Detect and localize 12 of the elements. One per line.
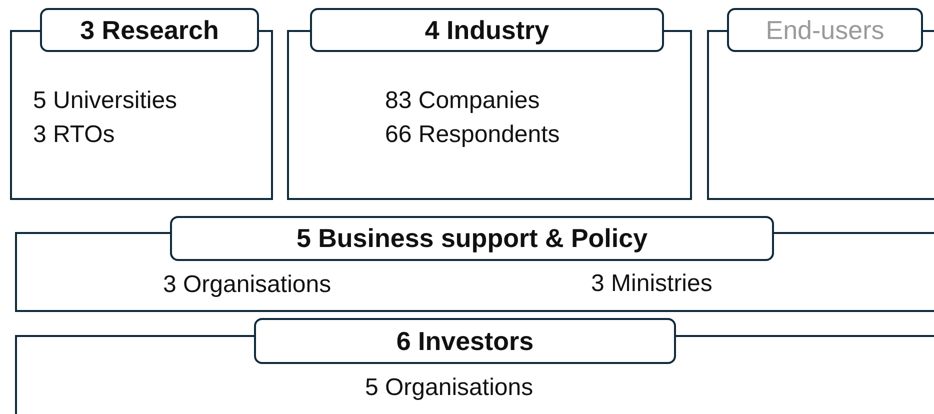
count-text: 5 Universities (33, 86, 178, 116)
section-heading: 6 Investors (254, 318, 676, 364)
count-text: 3 RTOs (33, 120, 115, 150)
count-text: 3 Organisations (163, 270, 332, 300)
count-text: 5 Organisations (365, 373, 534, 403)
section-heading: 3 Research (40, 8, 259, 52)
section-heading: End-users (727, 8, 923, 52)
count-text: 3 Ministries (591, 269, 712, 299)
count-text: 66 Respondents (385, 120, 560, 150)
section-heading: 5 Business support & Policy (170, 216, 774, 261)
count-text: 83 Companies (385, 86, 540, 116)
section-heading: 4 Industry (310, 8, 664, 52)
